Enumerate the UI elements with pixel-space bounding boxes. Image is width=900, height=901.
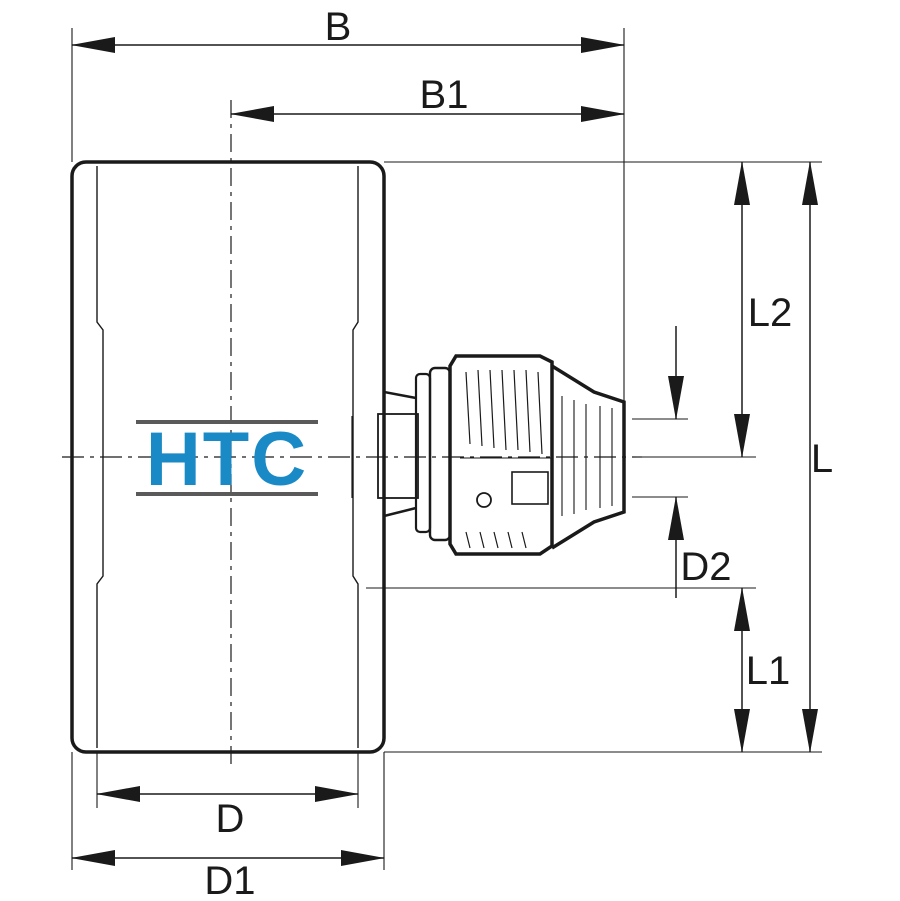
label-L1: L1 — [746, 649, 791, 693]
label-B: B — [325, 5, 352, 49]
dimension-labels: B B1 L L2 L1 D D1 D2 — [204, 5, 833, 901]
logo-top-rule — [136, 420, 318, 424]
label-D2: D2 — [680, 545, 731, 589]
thread-lines — [465, 369, 543, 549]
logo-text: HTC — [146, 417, 308, 502]
label-D1: D1 — [204, 859, 255, 901]
label-D: D — [216, 797, 245, 841]
htc-logo: HTC — [136, 417, 318, 502]
tee-body-inner-profile — [96, 166, 359, 748]
label-L2: L2 — [748, 291, 793, 335]
dimension-lines — [71, 36, 818, 866]
label-L: L — [811, 437, 833, 481]
side-outlet-fitting — [351, 348, 626, 566]
logo-bottom-rule — [136, 492, 318, 496]
label-B1: B1 — [420, 73, 469, 117]
